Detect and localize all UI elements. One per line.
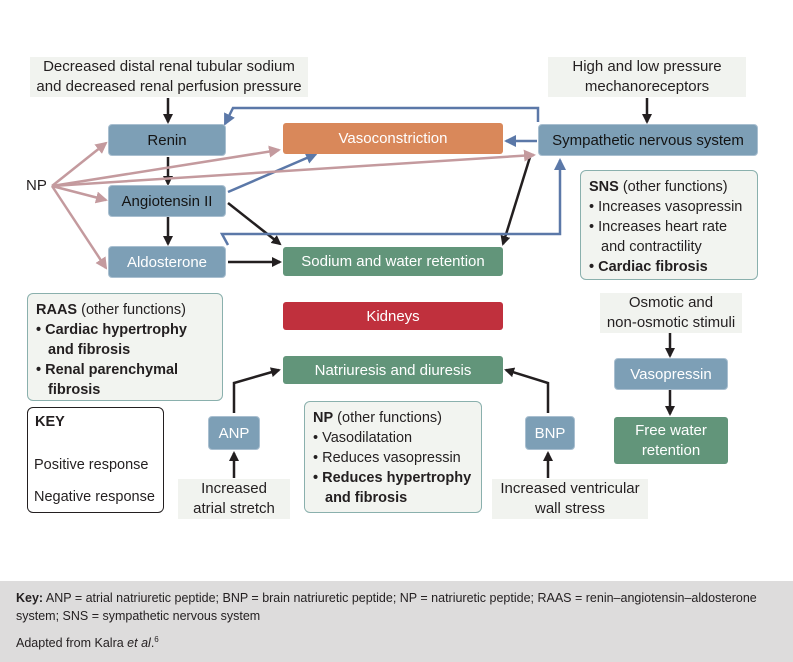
sns-node: Sympathetic nervous system <box>538 124 758 156</box>
np-label: NP <box>26 177 47 194</box>
footer-abbreviations: Key: ANP = atrial natriuretic peptide; B… <box>16 591 757 623</box>
np-panel-title: NP (other functions) <box>313 410 442 426</box>
kidneys-node: Kidneys <box>283 302 503 330</box>
ventricular-stress-caption: Increased ventricular wall stress <box>492 479 648 519</box>
osmotic-stimuli-caption: Osmotic and non-osmotic stimuli <box>600 293 742 333</box>
renal-stimulus-line-2: and decreased renal perfusion pressure <box>36 78 302 95</box>
anp-node: ANP <box>208 416 260 450</box>
renal-stimulus-line-1: Decreased distal renal tubular sodium <box>43 58 295 75</box>
raas-item-1: • Cardiac hypertrophy and fibrosis <box>36 322 187 358</box>
arrow-np-to-aldosterone <box>50 185 108 270</box>
atrial-line-1: Increased <box>201 480 267 497</box>
arrow-aldosterone-to-sns <box>219 158 566 246</box>
sns-item-2: • Increases heart rate and contractility <box>589 219 728 255</box>
mechanoreceptor-caption: High and low pressure mechanoreceptors <box>548 57 746 97</box>
raas-panel-title: RAAS (other functions) <box>36 302 186 318</box>
osmotic-line-2: non-osmotic stimuli <box>606 314 736 331</box>
black-arrows <box>163 98 675 478</box>
raas-functions-panel: RAAS (other functions) • Cardiac hypertr… <box>27 293 223 401</box>
legend-key: KEY Positive response Negative response <box>27 407 164 513</box>
key-positive-label: Positive response <box>34 457 149 473</box>
footer-source: Adapted from Kalra et al.6 <box>16 635 159 651</box>
sns-panel-title: SNS (other functions) <box>589 179 728 195</box>
negative-arrows <box>50 141 536 270</box>
arrow-np-to-renin <box>51 141 108 187</box>
sns-item-1: • Increases vasopressin <box>589 199 743 215</box>
aldosterone-node: Aldosterone <box>108 246 226 278</box>
np-functions-panel: NP (other functions) • Vasodilatation • … <box>304 401 482 513</box>
arrow-np-to-sns <box>51 149 536 188</box>
arrow-np-to-angiotensin <box>51 184 108 204</box>
atrial-stretch-caption: Increased atrial stretch <box>178 479 290 519</box>
free-water-line-1: Free water <box>635 421 707 439</box>
mechanoreceptor-line-1: High and low pressure <box>572 58 722 75</box>
free-water-line-2: retention <box>641 441 701 459</box>
np-item-2: • Reduces vasopressin <box>313 450 461 466</box>
arrow-angiotensin-to-sodium <box>227 202 282 246</box>
free-water-node: Free water retention <box>614 417 728 464</box>
mechanoreceptor-line-2: mechanoreceptors <box>584 78 710 95</box>
renin-node: Renin <box>108 124 226 156</box>
arrow-anp-to-natriuresis <box>232 367 281 413</box>
arrow-np-to-vasoconstriction <box>51 145 281 188</box>
raas-item-2: • Renal parenchymal fibrosis <box>36 362 179 398</box>
atrial-line-2: atrial stretch <box>193 500 275 517</box>
sns-item-3: • Cardiac fibrosis <box>589 259 708 275</box>
ventricular-line-1: Increased ventricular <box>500 480 640 497</box>
arrow-sns-to-sodium <box>500 156 532 246</box>
angiotensin-node: Angiotensin II <box>108 185 226 217</box>
vasoconstriction-node: Vasoconstriction <box>283 123 503 154</box>
osmotic-line-1: Osmotic and <box>628 294 714 311</box>
sns-functions-panel: SNS (other functions) • Increases vasopr… <box>580 170 758 280</box>
np-item-1: • Vasodilatation <box>313 430 413 446</box>
vasopressin-node: Vasopressin <box>614 358 728 390</box>
sodium-retention-node: Sodium and water retention <box>283 247 503 276</box>
arrow-sns-to-renin <box>223 106 540 126</box>
arrow-bnp-to-natriuresis <box>504 367 550 413</box>
natriuresis-node: Natriuresis and diuresis <box>283 356 503 384</box>
np-item-3: • Reduces hypertrophy and fibrosis <box>313 470 472 506</box>
ventricular-line-2: wall stress <box>534 500 605 517</box>
bnp-node: BNP <box>525 416 575 450</box>
key-negative-label: Negative response <box>34 489 155 505</box>
key-title: KEY <box>35 414 65 430</box>
footer: Key: ANP = atrial natriuretic peptide; B… <box>0 581 793 662</box>
renal-stimulus-caption: Decreased distal renal tubular sodium an… <box>30 57 308 97</box>
